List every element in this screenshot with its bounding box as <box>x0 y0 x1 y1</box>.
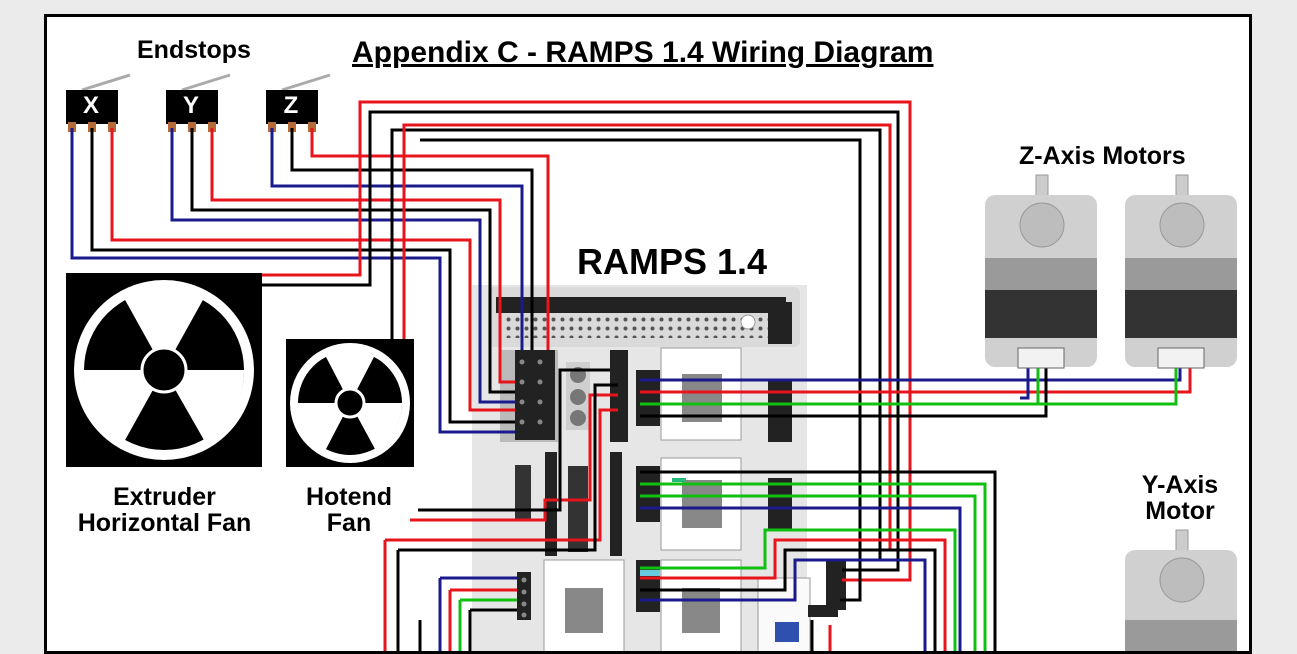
endstop-x-label: X <box>82 92 99 119</box>
wiring <box>70 100 1192 651</box>
wire-fan1-red <box>262 100 912 582</box>
wire-inner-black <box>420 138 862 602</box>
extruder-fan <box>66 273 262 467</box>
diagram-title: Appendix C - RAMPS 1.4 Wiring Diagram <box>352 36 934 69</box>
wiring-diagram <box>66 73 1237 651</box>
y-axis-motor-label-line1: Y-Axis <box>1141 471 1219 499</box>
wire-y-motor-blue <box>640 506 962 651</box>
z-axis-motors-label: Z-Axis Motors <box>1019 142 1186 170</box>
hotend-fan <box>286 339 414 467</box>
y-axis-motor-label: Y-Axis Motor <box>1130 472 1230 525</box>
wire-x-red <box>110 128 522 412</box>
endstops-label: Endstops <box>137 36 251 64</box>
wire-z2-green <box>1038 366 1178 406</box>
hotend-fan-label: Hotend Fan <box>294 484 404 537</box>
wire-ext-black <box>640 548 937 651</box>
wire-z-red <box>310 128 550 352</box>
endstop-x <box>66 73 131 132</box>
wire-x-black <box>90 128 522 424</box>
z-motor-left <box>985 174 1097 369</box>
wire-z2-black <box>640 366 1048 418</box>
wire-therm-black2 <box>398 383 618 552</box>
endstop-y <box>166 73 231 132</box>
endstop-z <box>266 73 331 132</box>
wire-y-red <box>210 128 520 384</box>
wire-z1-red <box>640 366 1192 394</box>
diagram-sheet: Appendix C - RAMPS 1.4 Wiring Diagram En… <box>44 14 1252 654</box>
endstop-y-label: Y <box>182 92 199 119</box>
wire-y-black <box>190 128 520 394</box>
header-pins <box>515 350 555 620</box>
endstop-z-label: Z <box>283 92 299 119</box>
wire-ext-blue <box>640 558 927 651</box>
wire-y-motor-black <box>640 470 997 651</box>
wire-x-blue <box>70 128 522 434</box>
wire-fan1-black <box>262 110 900 572</box>
wire-z2-blue <box>1020 366 1030 400</box>
wire-ext-red <box>640 538 947 651</box>
wire-therm-black1 <box>418 368 610 512</box>
wire-y-motor-green <box>640 482 987 651</box>
extruder-fan-label-line2: Horizontal Fan <box>77 509 252 538</box>
y-axis-motor-label-line2: Motor <box>1145 497 1215 526</box>
wire-y-motor-green2 <box>640 494 977 651</box>
wire-z1-blue <box>640 366 1182 382</box>
wire-y-blue <box>170 128 520 404</box>
extruder-fan-label: Extruder Horizontal Fan <box>62 484 267 537</box>
extruder-fan-label-line1: Extruder <box>113 483 216 511</box>
board-label: RAMPS 1.4 <box>577 241 768 282</box>
hotend-fan-label-line2: Fan <box>326 509 372 538</box>
y-motor <box>1125 529 1237 651</box>
wire-therm-red2 <box>385 408 618 542</box>
wire-ext-green <box>640 528 957 651</box>
z-motor-right <box>1125 174 1237 369</box>
hotend-fan-label-line1: Hotend <box>305 483 393 511</box>
